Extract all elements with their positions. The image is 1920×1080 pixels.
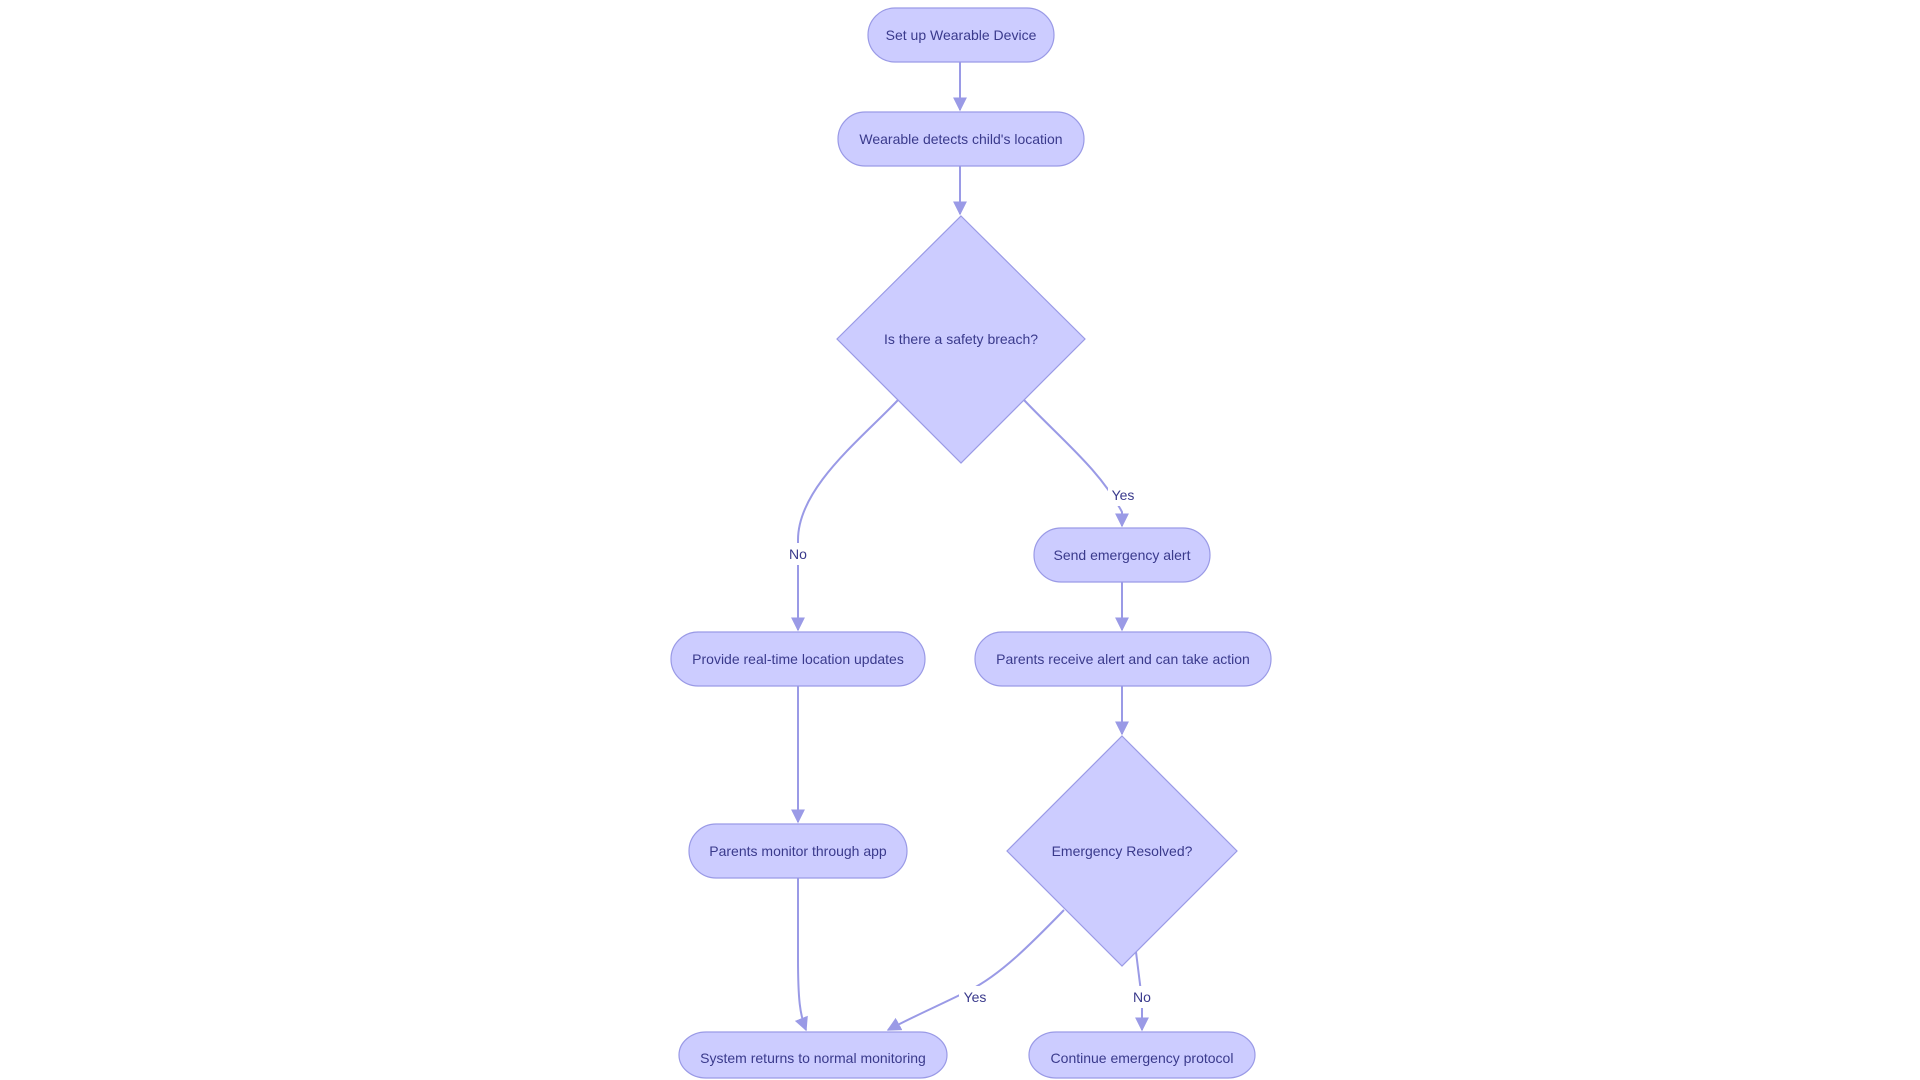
node-parents-action: Parents receive alert and can take actio…	[974, 631, 1272, 687]
node-monitor: Parents monitor through app	[688, 823, 908, 879]
node-detect-label: Wearable detects child's location	[859, 131, 1062, 147]
edge-breach-alert	[1023, 399, 1129, 528]
node-alert: Send emergency alert	[1033, 527, 1211, 583]
nodes: Set up Wearable Device Wearable detects …	[670, 7, 1272, 1079]
node-continue: Continue emergency protocol	[1028, 1031, 1256, 1079]
edge-label-resolved-yes: Yes	[959, 986, 991, 1008]
node-resolved-label: Emergency Resolved?	[1052, 843, 1193, 859]
edge-label-resolved-no-text: No	[1133, 989, 1151, 1005]
node-setup: Set up Wearable Device	[867, 7, 1055, 63]
node-continue-label: Continue emergency protocol	[1051, 1050, 1234, 1066]
node-normal-label: System returns to normal monitoring	[700, 1050, 926, 1066]
edge-label-breach-no: No	[784, 543, 812, 565]
node-detect: Wearable detects child's location	[837, 111, 1085, 167]
edge-label-breach-yes: Yes	[1108, 484, 1138, 506]
node-parents-action-label: Parents receive alert and can take actio…	[996, 651, 1250, 667]
edge-label-breach-no-text: No	[789, 546, 807, 562]
node-breach: Is there a safety breach?	[836, 215, 1086, 464]
node-normal: System returns to normal monitoring	[678, 1031, 948, 1079]
node-resolved: Emergency Resolved?	[1006, 735, 1238, 967]
edge-label-resolved-yes-text: Yes	[964, 989, 987, 1005]
edge-monitor-normal	[794, 878, 808, 1032]
node-alert-label: Send emergency alert	[1054, 547, 1191, 563]
edge-resolved-normal	[886, 909, 1065, 1031]
node-realtime: Provide real-time location updates	[670, 631, 926, 687]
edge-label-breach-yes-text: Yes	[1112, 487, 1135, 503]
node-realtime-label: Provide real-time location updates	[692, 651, 904, 667]
edge-breach-realtime	[791, 399, 899, 632]
node-setup-label: Set up Wearable Device	[886, 27, 1037, 43]
edge-labels: No Yes Yes No	[784, 484, 1156, 1008]
node-breach-label: Is there a safety breach?	[884, 331, 1038, 347]
node-monitor-label: Parents monitor through app	[709, 843, 887, 859]
edge-label-resolved-no: No	[1128, 986, 1156, 1008]
